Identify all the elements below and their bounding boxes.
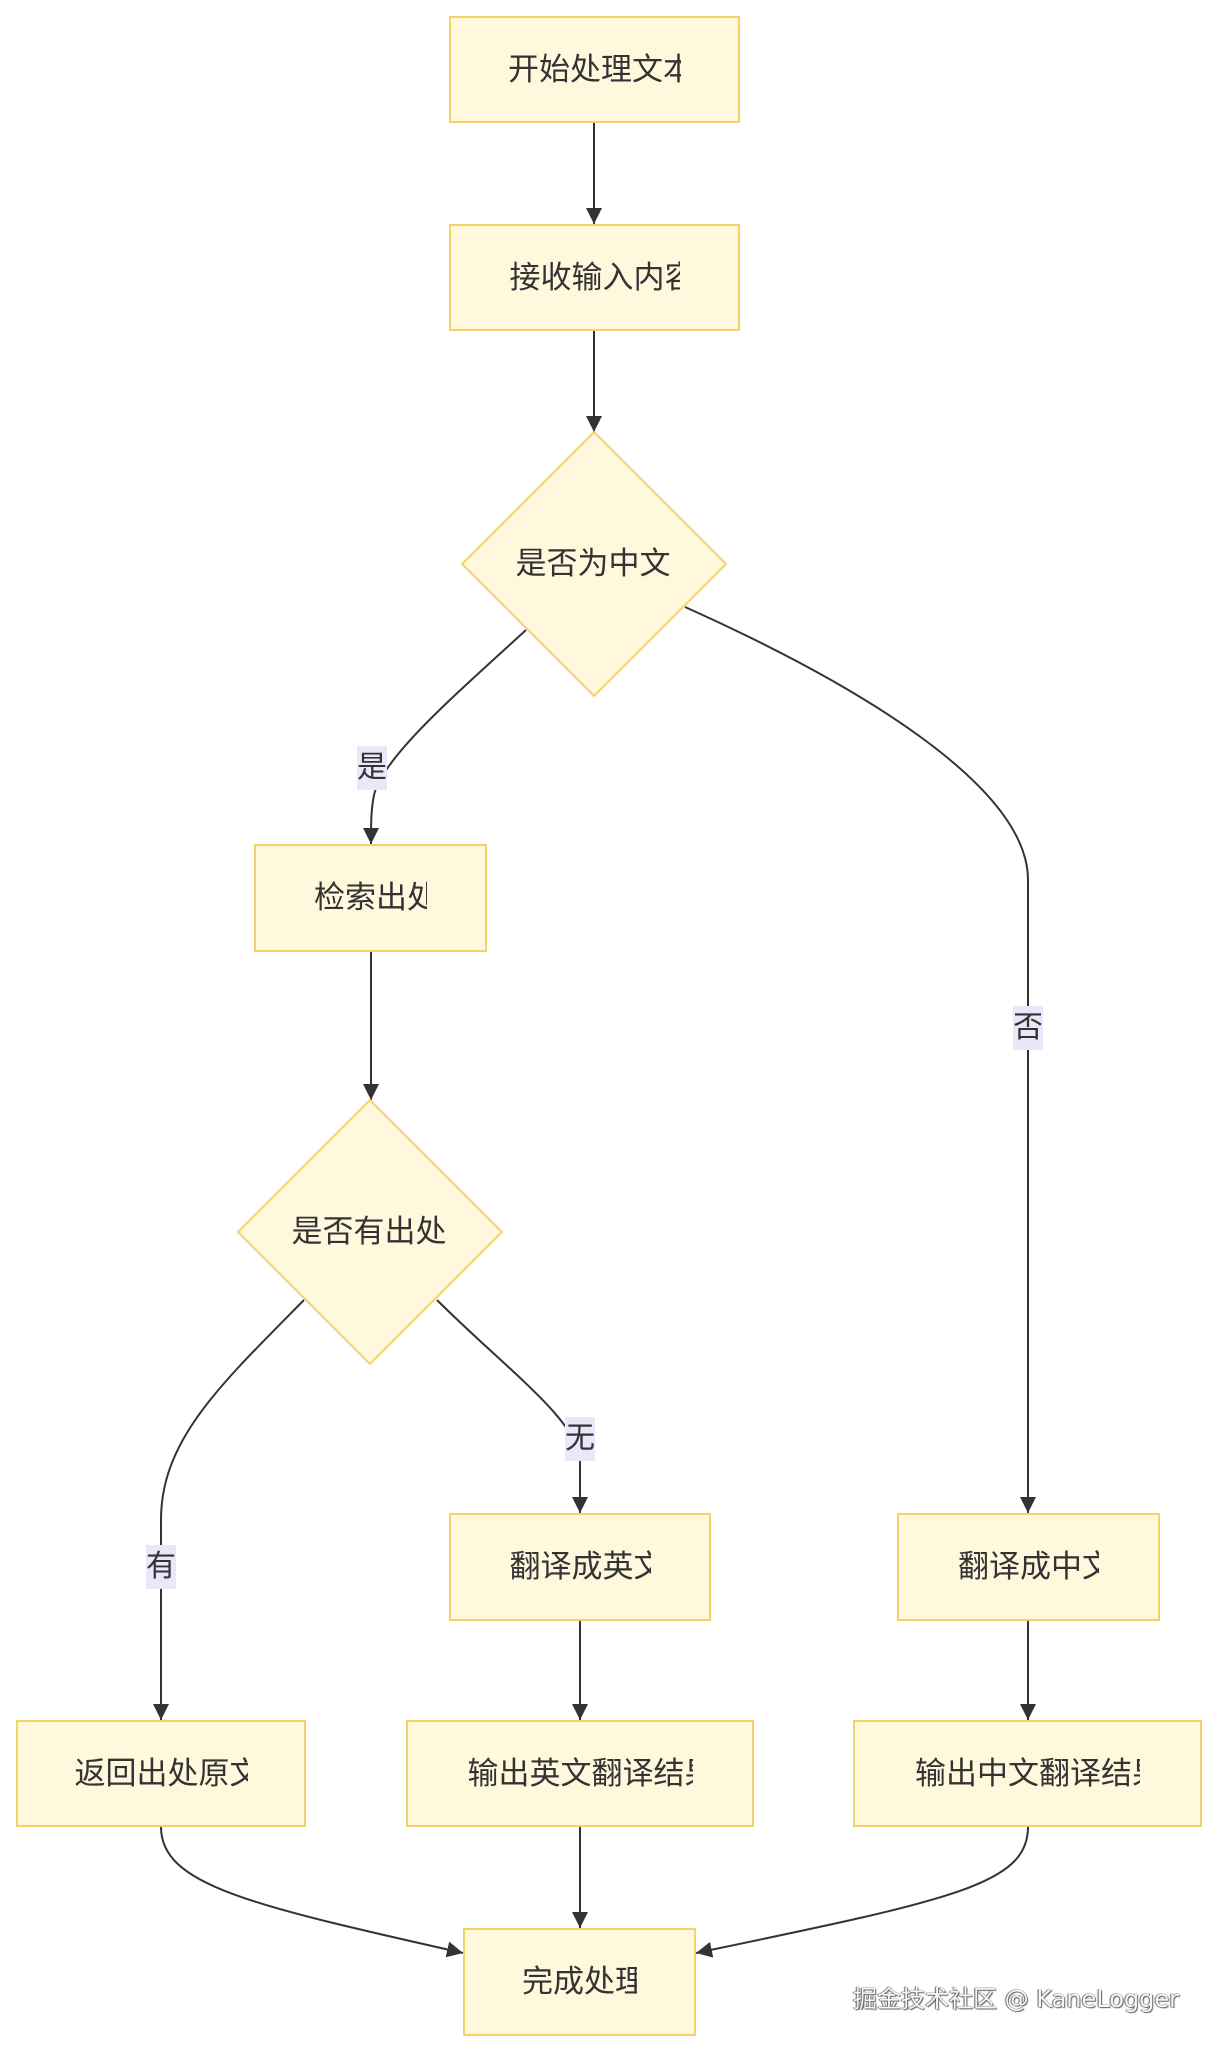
edge-output-zh-to-done [695,1826,1029,1958]
decision-is-chinese-label: 是否为中文 [515,546,671,582]
node-start-label: 开始处理文本 [508,51,681,88]
edge-label-none: 无 [565,1417,595,1461]
decision-has-source-label: 是否有出处 [291,1214,447,1250]
node-translate-en-label: 翻译成英文 [509,1549,651,1585]
node-output-zh: 输出中文翻译结果 [853,1720,1202,1827]
node-output-zh-label: 输出中文翻译结果 [915,1755,1140,1792]
node-translate-zh: 翻译成中文 [897,1513,1160,1621]
edge-has-source-yes [153,1299,305,1720]
decision-has-source-shape [236,1098,504,1366]
decision-is-chinese: 是否为中文 [516,544,673,584]
node-return-original-label: 返回出处原文 [74,1755,248,1792]
node-return-original: 返回出处原文 [16,1720,306,1827]
node-translate-zh-label: 翻译成中文 [958,1549,1099,1585]
node-done-label: 完成处理 [522,1964,637,2000]
node-search-source-label: 检索出处 [314,880,427,916]
decision-has-source: 是否有出处 [292,1212,449,1252]
edge-is-chinese-yes [363,629,527,845]
node-output-en: 输出英文翻译结果 [406,1720,754,1827]
edge-label-no: 否 [1013,1006,1043,1050]
edge-is-chinese-no [684,606,1036,1513]
node-start: 开始处理文本 [449,16,740,123]
node-done: 完成处理 [463,1928,696,2036]
node-translate-en: 翻译成英文 [449,1513,711,1621]
node-receive: 接收输入内容 [449,224,740,331]
node-output-en-label: 输出英文翻译结果 [467,1755,693,1792]
watermark: 掘金技术社区 @ KaneLogger [853,1985,1179,2013]
decision-is-chinese-shape [460,430,728,698]
edge-return-original-to-done [160,1826,464,1958]
edge-has-source-no [436,1299,588,1513]
node-search-source: 检索出处 [254,844,487,952]
edge-label-yes: 是 [357,746,387,790]
edge-label-has: 有 [146,1545,176,1589]
node-receive-label: 接收输入内容 [509,259,680,296]
